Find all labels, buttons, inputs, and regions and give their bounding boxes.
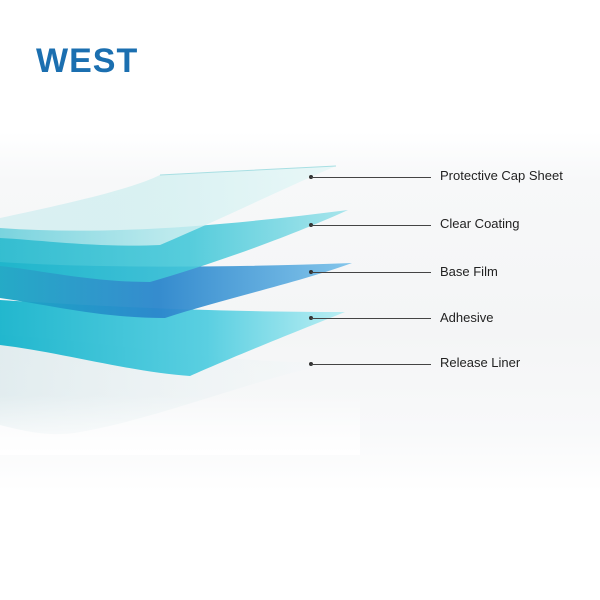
protective-cap-sheet-layer bbox=[0, 166, 336, 246]
logo-text: WEST bbox=[36, 42, 138, 80]
leader-line-adhesive bbox=[311, 318, 431, 319]
reflection-fade bbox=[0, 395, 360, 455]
label-release-liner: Release Liner bbox=[440, 355, 521, 370]
label-protective-cap-sheet: Protective Cap Sheet bbox=[440, 168, 563, 183]
clear-coating-layer bbox=[0, 210, 348, 282]
label-adhesive: Adhesive bbox=[440, 310, 494, 325]
west-logo: WEST bbox=[36, 42, 138, 80]
adhesive-layer bbox=[0, 300, 345, 376]
leader-line-release-liner bbox=[311, 364, 431, 365]
leader-line-cap-sheet bbox=[311, 177, 431, 178]
label-clear-coating: Clear Coating bbox=[440, 216, 520, 231]
cap-sheet-edge bbox=[159, 165, 337, 176]
label-base-film: Base Film bbox=[440, 264, 498, 279]
leader-line-clear-coating bbox=[311, 225, 431, 226]
leader-line-base-film bbox=[311, 272, 431, 273]
